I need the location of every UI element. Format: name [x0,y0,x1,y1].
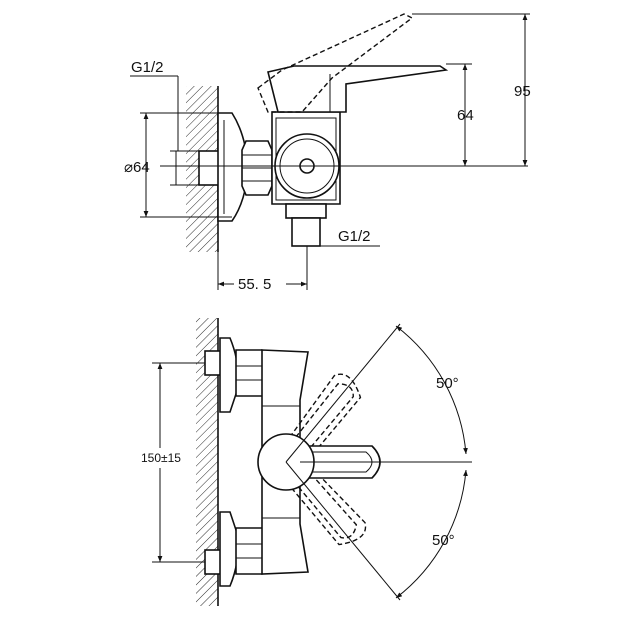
lower-inlet [204,511,269,587]
label-outlet-thread: G1/2 [338,228,371,245]
dim-total-height: 95 [412,13,531,166]
label-center-distance: 150±15 [141,451,181,465]
label-angle-down: 50° [432,532,455,549]
lever-down-dashed [284,461,367,546]
label-diameter: ⌀64 [124,159,150,176]
label-depth: 55. 5 [238,276,271,293]
lever-raised [257,13,414,113]
lever-up-dashed [284,373,362,463]
dim-outlet-thread: G1/2 [320,228,380,247]
dim-center-height: 64 [446,63,474,166]
label-inlet-thread: G1/2 [131,59,164,76]
label-center-height: 64 [457,107,474,124]
side-view: G1/2 ⌀64 55. 5 G1/2 64 [124,13,531,293]
dim-angles: 50° 50° [285,323,468,601]
hex-nut [241,140,273,196]
outlet-spout [285,203,327,247]
label-total-height: 95 [514,83,531,100]
dim-inlet-thread: G1/2 [130,59,179,151]
label-angle-up: 50° [436,375,459,392]
dim-depth: 55. 5 [217,246,308,293]
dim-diameter: ⌀64 [124,112,232,218]
front-view: 150±15 50° 50° [140,318,472,606]
lever-closed [267,65,449,113]
dim-center-distance: 150±15 [140,362,205,563]
